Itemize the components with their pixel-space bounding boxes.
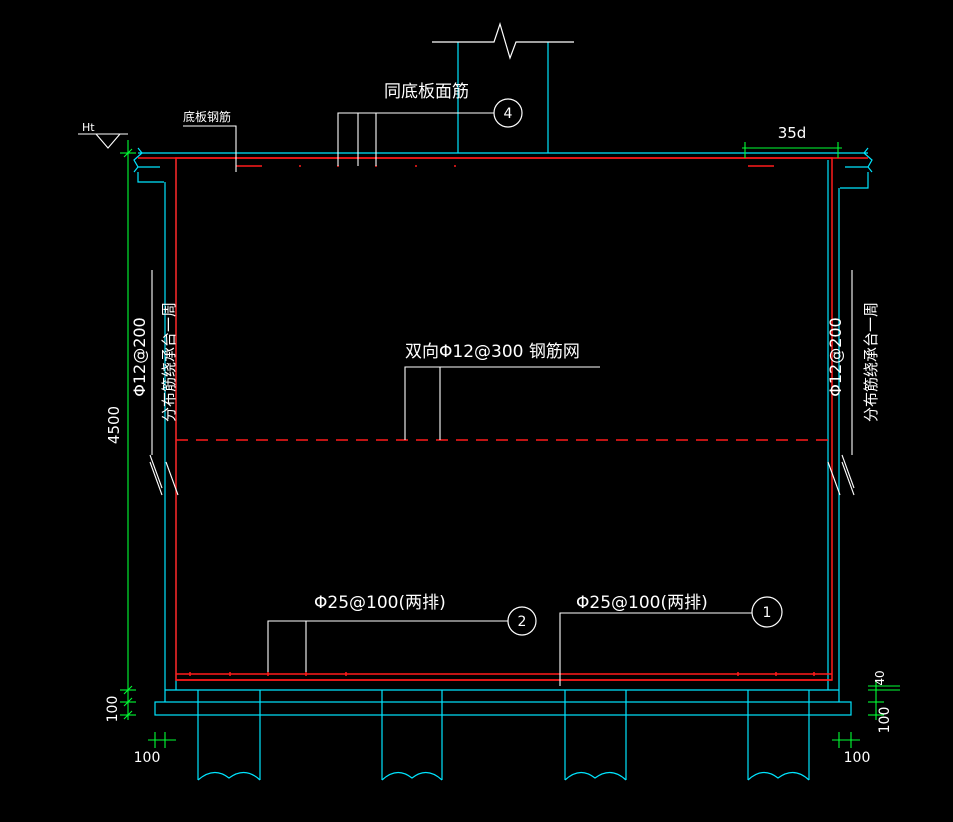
right-wall-dist-label: 分布筋绕承台一周 bbox=[862, 302, 880, 422]
bottom-rebar-right-label: Φ25@100(两排) bbox=[576, 593, 708, 613]
circle-1-label: 1 bbox=[763, 605, 772, 621]
mesh-label: 双向Φ12@300 钢筋网 bbox=[405, 342, 580, 362]
pile-1 bbox=[197, 690, 261, 781]
piles bbox=[197, 690, 810, 781]
pile-4 bbox=[747, 690, 810, 781]
right-wall-rebar-label: Φ12@200 bbox=[826, 317, 845, 397]
dimension-lines bbox=[120, 140, 900, 748]
dimension-left-100-vertical: 100 bbox=[105, 696, 121, 723]
dimension-4500: 4500 bbox=[105, 406, 123, 444]
circle-2-label: 2 bbox=[518, 614, 527, 630]
dimension-left-100-horizontal: 100 bbox=[134, 750, 161, 766]
leaders bbox=[149, 112, 855, 686]
circle-4-label: 4 bbox=[504, 106, 513, 122]
elevation-marker: Ht bbox=[78, 121, 128, 149]
concrete-outline bbox=[133, 21, 873, 716]
dimension-right-100-vertical: 100 bbox=[877, 707, 893, 734]
pile-3 bbox=[564, 690, 627, 781]
anchor-35d-label: 35d bbox=[778, 124, 807, 142]
bottom-slab-rebar-label: 底板钢筋 bbox=[183, 109, 231, 124]
annotations: 4 2 1 底板钢筋 同底板面筋 35d 双向Φ12@300 钢筋网 Φ25@1… bbox=[105, 82, 893, 766]
dimension-right-40: 40 bbox=[873, 670, 887, 685]
ht-label: Ht bbox=[82, 121, 95, 134]
left-wall-dist-label: 分布筋绕承台一周 bbox=[160, 302, 178, 422]
left-wall-rebar-label: Φ12@200 bbox=[130, 317, 149, 397]
rebar bbox=[138, 157, 868, 681]
dimension-right-100-horizontal: 100 bbox=[844, 750, 871, 766]
same-as-bottom-slab-label: 同底板面筋 bbox=[384, 82, 469, 102]
rebar-dots bbox=[189, 165, 815, 676]
pile-2 bbox=[381, 690, 443, 781]
bottom-rebar-left-label: Φ25@100(两排) bbox=[314, 593, 446, 613]
callout-circles bbox=[493, 98, 783, 636]
